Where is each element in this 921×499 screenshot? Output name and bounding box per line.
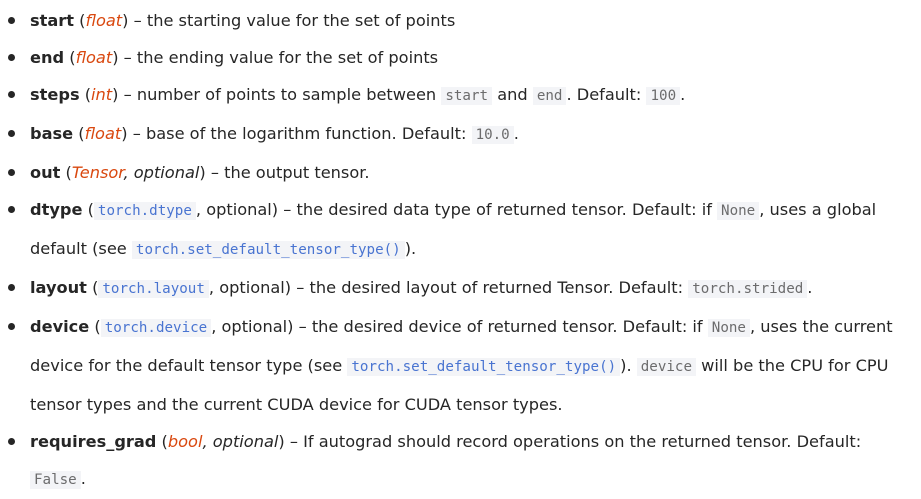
bullet-icon [8, 91, 15, 98]
bullet-icon [8, 17, 15, 24]
param-description: . [807, 278, 813, 297]
param-name: out [30, 163, 61, 182]
param-description: ). [404, 239, 417, 258]
function-link[interactable]: torch.set_default_tensor_type() [347, 358, 621, 376]
bullet-icon [8, 284, 15, 291]
param-layout: layout (torch.layout, optional) – the de… [0, 269, 921, 308]
code-literal: None [707, 319, 750, 337]
code-literal: end [532, 87, 567, 105]
param-description: base of the logarithm function. Default: [145, 124, 472, 143]
bullet-icon [8, 438, 15, 445]
param-optional: optional [133, 163, 200, 182]
param-start: start (float) – the starting value for t… [0, 2, 921, 39]
param-description: , uses a global default (see [30, 200, 877, 258]
default-value: 10.0 [471, 126, 514, 144]
param-description: . [80, 469, 86, 488]
param-base: base (float) – base of the logarithm fun… [0, 115, 921, 154]
param-requires-grad: requires_grad (bool, optional) – If auto… [0, 423, 921, 499]
param-type: float [85, 11, 123, 30]
param-type: bool [167, 432, 203, 451]
param-out: out (Tensor, optional) – the output tens… [0, 154, 921, 191]
code-literal: device [636, 358, 697, 376]
param-name: dtype [30, 200, 83, 219]
bullet-icon [8, 323, 15, 330]
param-description: the desired layout of returned Tensor. D… [309, 278, 689, 297]
param-description: the desired data type of returned tensor… [296, 200, 718, 219]
param-description: the desired device of returned tensor. D… [311, 317, 708, 336]
default-value: 100 [646, 87, 681, 105]
type-link[interactable]: torch.device [100, 319, 212, 337]
type-link[interactable]: torch.dtype [93, 202, 196, 220]
bullet-icon [8, 206, 15, 213]
param-dtype: dtype (torch.dtype, optional) – the desi… [0, 191, 921, 269]
param-steps: steps (int) – number of points to sample… [0, 76, 921, 115]
code-literal: start [441, 87, 493, 105]
param-description: . Default: [566, 85, 647, 104]
param-end: end (float) – the ending value for the s… [0, 39, 921, 76]
param-description: the starting value for the set of points [146, 11, 456, 30]
param-description: If autograd should record operations on … [303, 432, 862, 451]
param-name: start [30, 11, 75, 30]
param-type: float [75, 48, 113, 67]
function-link[interactable]: torch.set_default_tensor_type() [131, 241, 405, 259]
param-device: device (torch.device, optional) – the de… [0, 308, 921, 423]
param-description: , uses the current device for the defaul… [30, 317, 893, 375]
param-description: the output tensor. [224, 163, 370, 182]
default-value: False [30, 471, 81, 489]
code-literal: None [717, 202, 760, 220]
param-name: layout [30, 278, 87, 297]
param-name: device [30, 317, 90, 336]
param-description: . [513, 124, 519, 143]
type-link[interactable]: torch.layout [98, 280, 209, 298]
param-description: ). [620, 356, 637, 375]
param-optional: optional [221, 317, 288, 336]
param-type: float [84, 124, 122, 143]
param-optional: optional [206, 200, 272, 219]
param-description: and [492, 85, 533, 104]
param-description: will be the CPU for CPU tensor types and… [30, 356, 889, 414]
param-name: steps [30, 85, 80, 104]
param-description: number of points to sample between [136, 85, 442, 104]
param-optional: optional [212, 432, 279, 451]
param-name: end [30, 48, 65, 67]
default-value: torch.strided [688, 280, 808, 298]
param-type: int [91, 85, 113, 104]
param-name: base [30, 124, 74, 143]
bullet-icon [8, 54, 15, 61]
bullet-icon [8, 130, 15, 137]
param-description: the ending value for the set of points [136, 48, 439, 67]
param-type: Tensor [71, 163, 124, 182]
param-optional: optional [219, 278, 285, 297]
param-name: requires_grad [30, 432, 157, 451]
param-description: . [680, 85, 686, 104]
bullet-icon [8, 169, 15, 176]
